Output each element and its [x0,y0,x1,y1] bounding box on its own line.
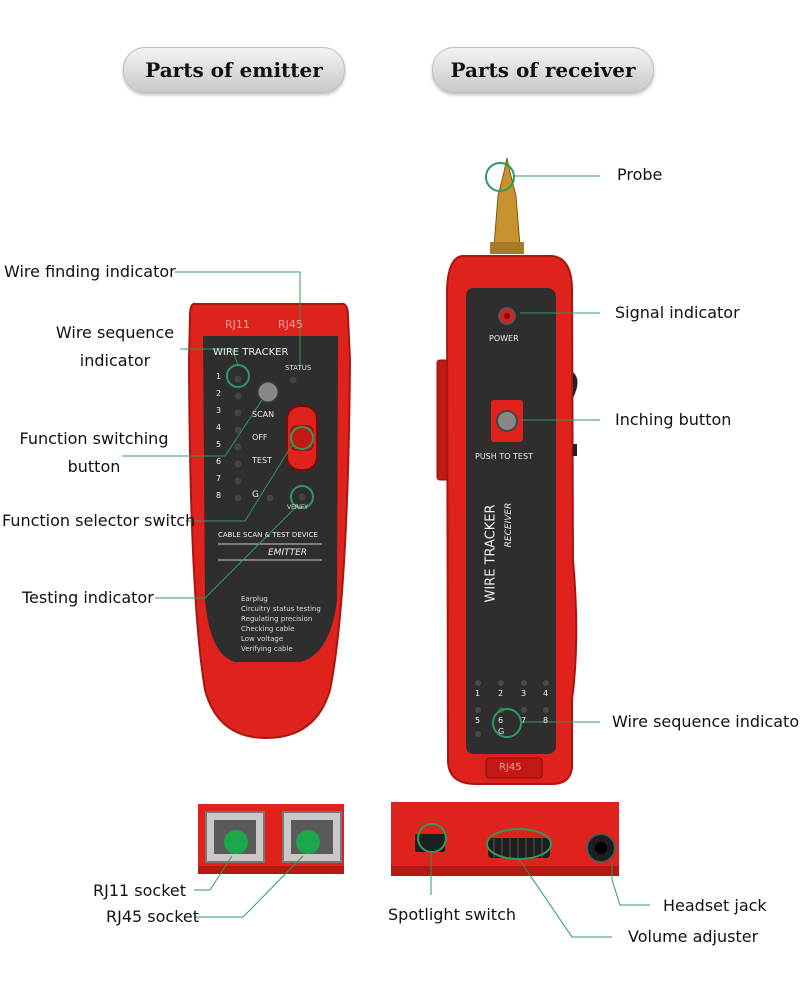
emitter-round-button [255,379,281,405]
receiver-header: Parts of receiver [432,47,654,93]
label-receiver-wire-sequence-indicator: Wire sequence indicator [612,712,800,731]
emitter-num-6: 6 [216,457,222,466]
emitter-top-label-rj45: RJ45 [278,318,303,331]
receiver-model: RECEIVER [504,502,514,548]
emitter-feature-4: Checking cable [241,625,295,633]
rj45-green-dot [296,830,320,854]
receiver-num-1: 1 [475,689,481,698]
receiver-g: G [498,727,505,736]
emitter-num-7: 7 [216,474,222,483]
receiver-num-4: 4 [543,689,549,698]
receiver-num-3: 3 [521,689,527,698]
label-wire-finding-indicator: Wire finding indicator [4,262,176,281]
receiver-probe [493,157,521,247]
receiver-num-2: 2 [498,689,504,698]
emitter-brand: WIRE TRACKER [213,347,289,358]
label-wire-sequence-indicator-2: indicator [79,351,151,370]
label-rj11-socket: RJ11 socket [93,881,187,900]
emitter-num-5: 5 [216,440,222,449]
label-wire-sequence-indicator-1: Wire sequence [55,323,175,342]
receiver-bottom-label: RJ45 [499,762,522,773]
emitter-scan: SCAN [252,410,275,419]
emitter-num-2: 2 [216,389,222,398]
receiver-num-5: 5 [475,716,481,725]
emitter-feature-6: Verifying cable [241,645,293,653]
label-headset-jack: Headset jack [663,896,767,915]
receiver-push-button [496,410,518,432]
emitter-feature-1: Earplug [241,595,268,603]
emitter-model: EMITTER [268,548,308,558]
label-spotlight-switch: Spotlight switch [388,905,516,924]
label-volume-adjuster: Volume adjuster [628,927,759,946]
receiver-panel [466,288,556,754]
label-probe: Probe [617,165,663,184]
receiver-bottom-plate [485,757,543,779]
receiver-num-8: 8 [543,716,549,725]
receiver-push-label: PUSH TO TEST [475,452,533,461]
emitter-g: G [252,490,259,500]
emitter-feature-5: Low voltage [241,635,284,643]
emitter-header: Parts of emitter [123,47,345,93]
label-function-switching-1: Function switching [19,429,169,448]
emitter-feature-3: Regulating precision [241,615,313,623]
emitter-off: OFF [252,433,268,442]
label-testing-indicator: Testing indicator [22,588,154,607]
rj11-green-dot [224,830,248,854]
emitter-num-3: 3 [216,406,222,415]
emitter-num-4: 4 [216,423,222,432]
emitter-top-label-rj11: RJ11 [225,318,250,331]
emitter-verify: VERIFY [287,504,308,511]
emitter-test: TEST [252,456,272,465]
emitter-status: STATUS [285,364,312,372]
receiver-num-6: 6 [498,716,504,725]
label-function-selector-switch: Function selector switch [2,511,196,530]
label-function-switching-2: button [67,457,121,476]
emitter-subtitle: CABLE SCAN & TEST DEVICE [218,531,318,539]
emitter-feature-2: Circuitry status testing [241,605,321,613]
receiver-power-label: POWER [489,334,519,343]
emitter-num-8: 8 [216,491,222,500]
label-signal-indicator: Signal indicator [615,303,740,322]
receiver-brand: WIRE TRACKER [483,504,499,603]
label-inching-button: Inching button [615,410,732,429]
emitter-num-1: 1 [216,372,222,381]
receiver-num-7: 7 [521,716,527,725]
label-rj45-socket: RJ45 socket [106,907,200,926]
